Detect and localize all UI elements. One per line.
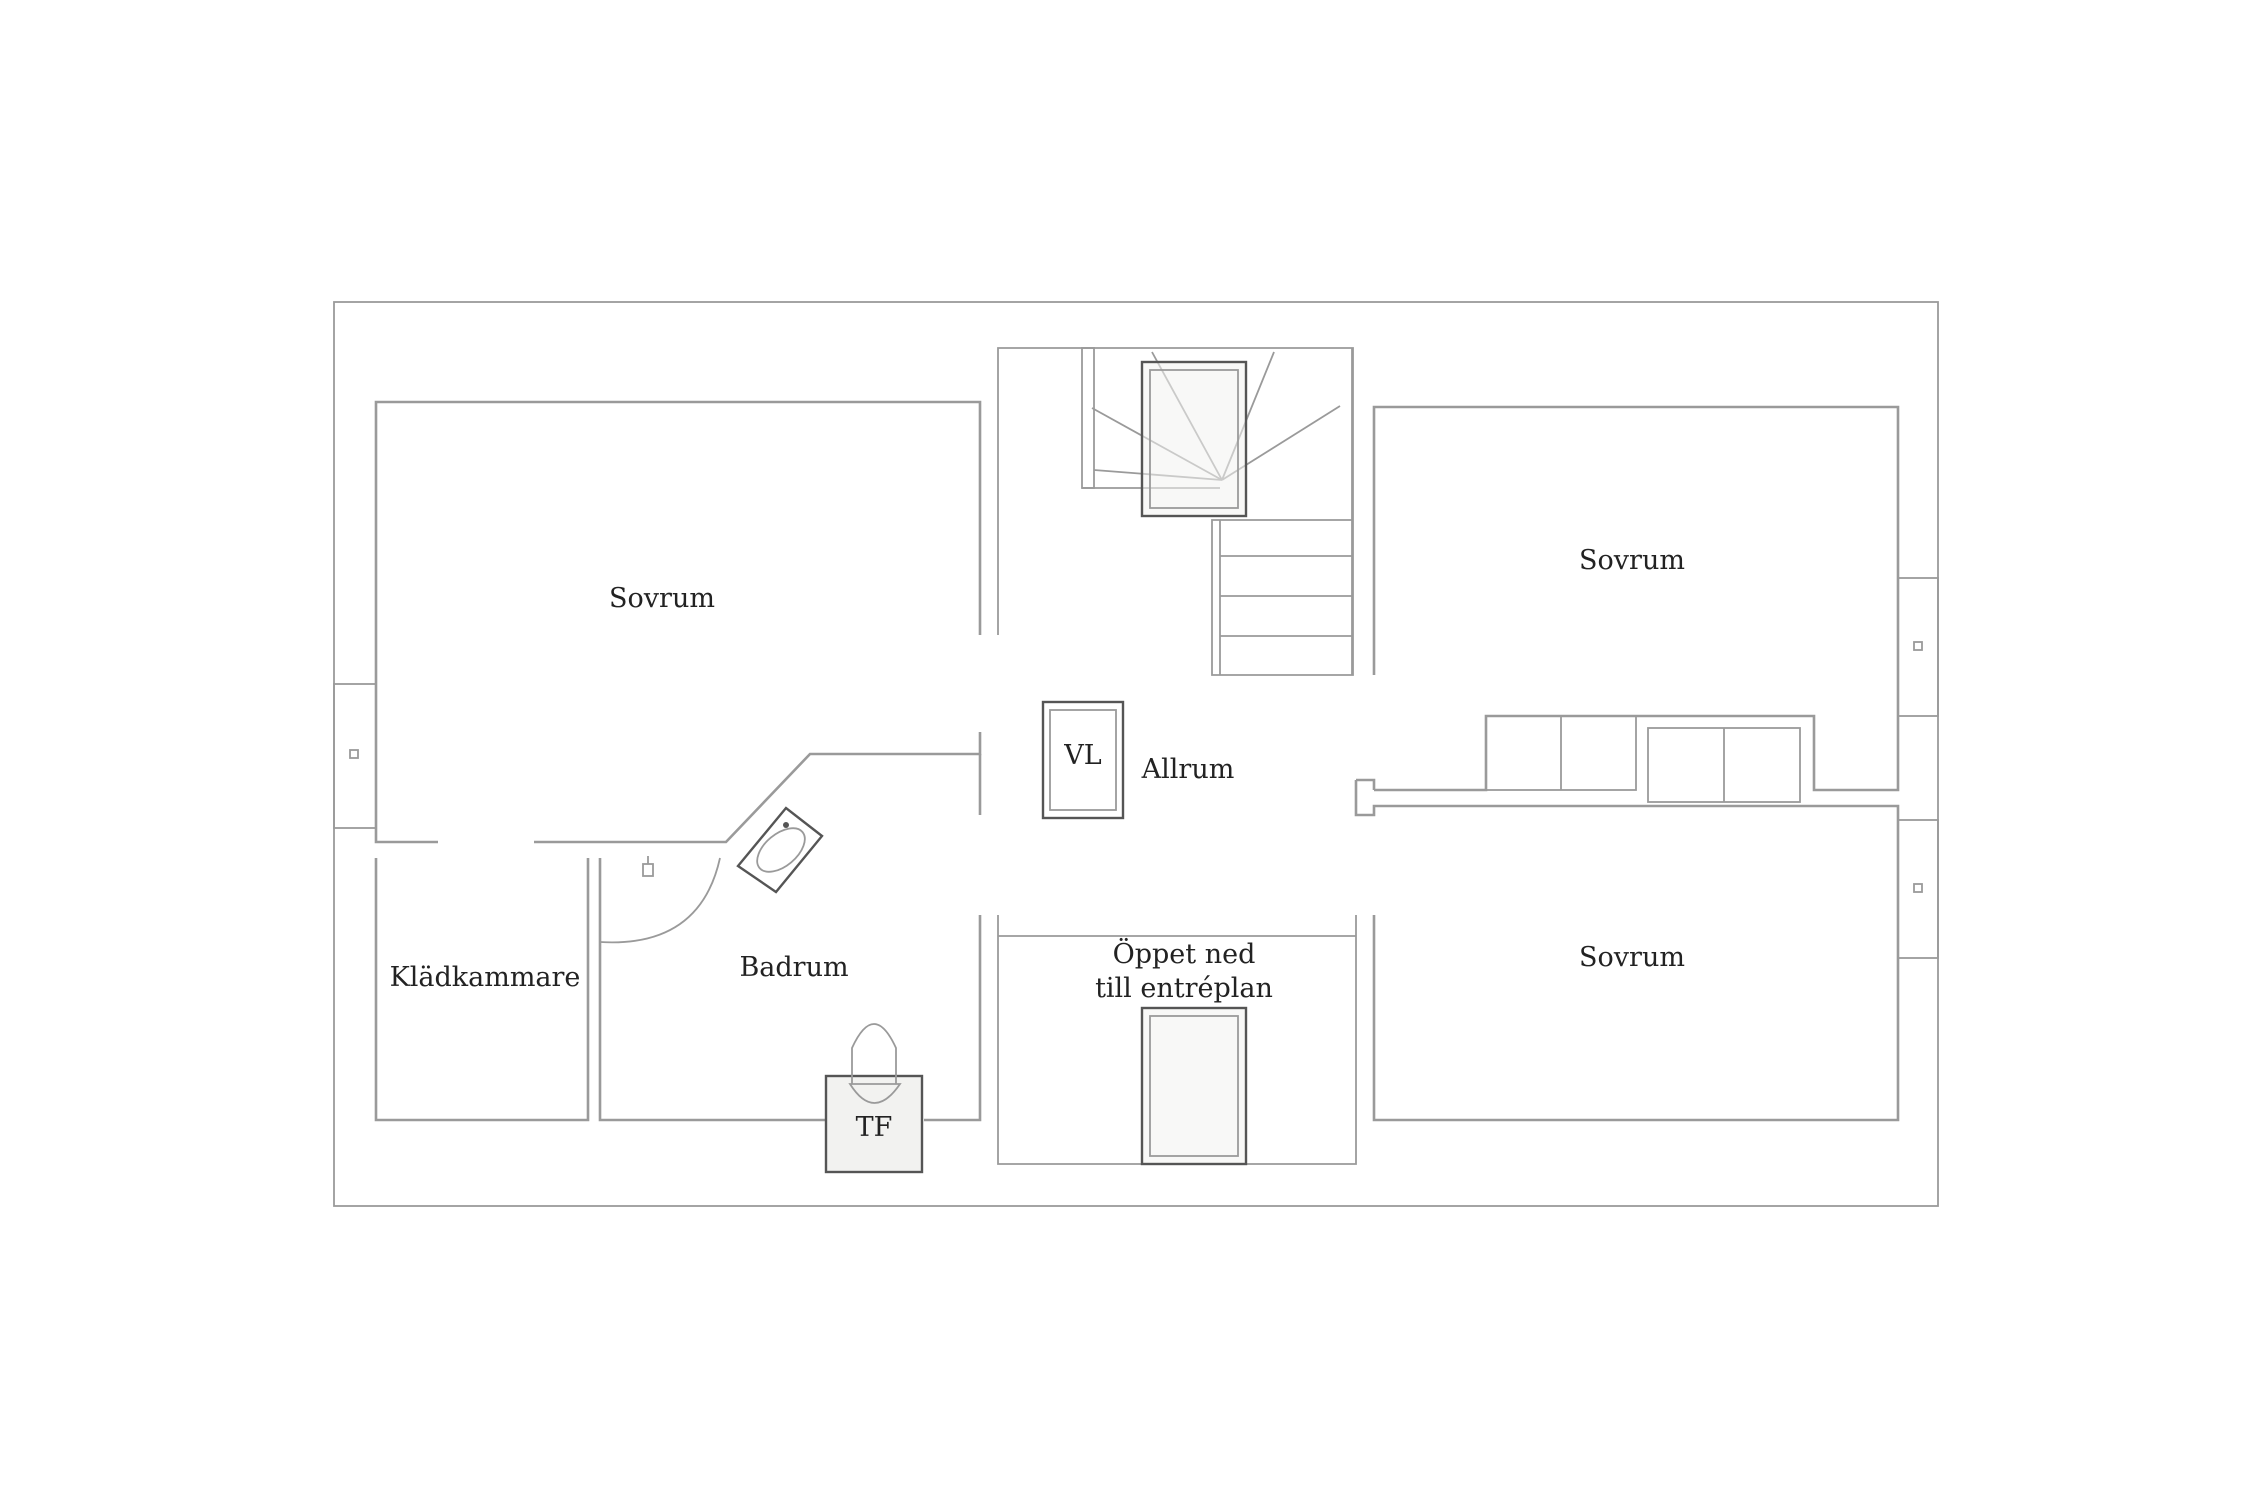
sink-icon bbox=[736, 806, 824, 894]
badrum-top-wall bbox=[534, 732, 982, 844]
kladkammare-walls bbox=[374, 858, 590, 1122]
vl-fixture bbox=[1041, 700, 1125, 820]
room-label-allrum: Allrum bbox=[1141, 754, 1235, 785]
wardrobes bbox=[1485, 715, 1801, 803]
room-label-sovrum-3: Sovrum bbox=[1579, 942, 1685, 973]
badrum-left-wall bbox=[598, 858, 826, 1122]
window-right-upper bbox=[1897, 577, 1939, 717]
sovrum-3-walls bbox=[1354, 778, 1900, 1122]
sovrum-1-walls bbox=[374, 400, 982, 844]
fixture-label-vl: VL bbox=[1063, 740, 1101, 771]
room-label-kladkammare: Klädkammare bbox=[390, 962, 581, 993]
window-right-lower bbox=[1897, 819, 1939, 959]
room-label-oppet-line1: Öppet ned bbox=[1113, 936, 1256, 970]
fixture-label-tf: TF bbox=[856, 1112, 893, 1143]
staircase bbox=[997, 347, 1354, 676]
room-label-badrum: Badrum bbox=[739, 952, 848, 983]
outer-boundary bbox=[333, 301, 1939, 1207]
badrum-right-wall bbox=[924, 915, 982, 1122]
room-label-sovrum-2: Sovrum bbox=[1579, 545, 1685, 576]
open-well bbox=[997, 915, 1357, 1166]
toilet-icon bbox=[824, 1023, 924, 1174]
shower-arc bbox=[599, 857, 721, 944]
shower-head-icon bbox=[642, 856, 654, 877]
room-label-oppet-line2: till entréplan bbox=[1095, 973, 1273, 1004]
window-left bbox=[333, 683, 377, 829]
room-label-sovrum-1: Sovrum bbox=[609, 583, 715, 614]
